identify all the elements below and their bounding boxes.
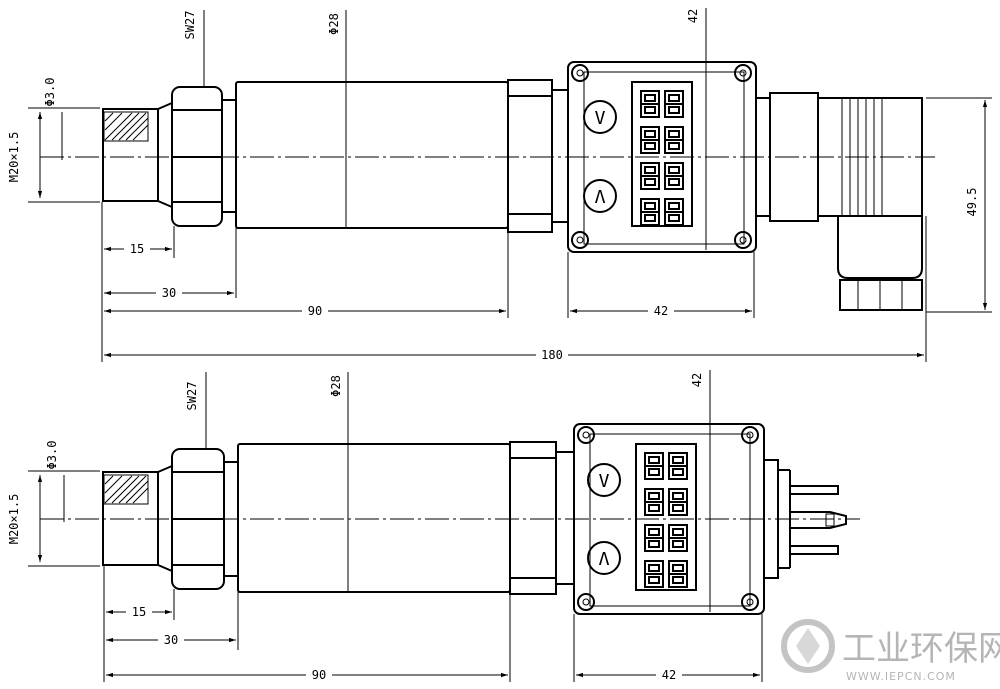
top-button-down-label: V (595, 108, 606, 129)
bottom-dim-90-label: 90 (312, 668, 326, 682)
bottom-dim-30-label: 30 (164, 633, 178, 647)
seven-segment-digit (664, 90, 684, 118)
bottom-coupling-nut (509, 441, 575, 595)
bottom-button-up-label: Λ (599, 549, 610, 570)
bottom-digit-window (635, 443, 697, 591)
bottom-pin-connector (763, 459, 847, 579)
seven-segment-digit (644, 488, 664, 516)
seven-segment-digit (644, 452, 664, 480)
top-din-connector (755, 92, 923, 311)
seven-segment-digit (668, 524, 688, 552)
seven-segment-digit (640, 162, 660, 190)
top-dimensions: M20×1.5 Φ3.0 SW27 Φ28 42 15 (7, 8, 992, 362)
top-dim-42-label: 42 (654, 304, 668, 318)
seven-segment-digit (668, 488, 688, 516)
bottom-view: V Λ M20×1.5 Φ3.0 SW27 (7, 370, 860, 682)
bottom-box-width-top-label: 42 (690, 373, 704, 387)
bottom-dim-42-label: 42 (662, 668, 676, 682)
bottom-display-box: V Λ (573, 423, 765, 615)
seven-segment-digit (668, 560, 688, 588)
seven-segment-digit (640, 90, 660, 118)
seven-segment-digit (644, 524, 664, 552)
top-button-down-icon (583, 100, 617, 134)
top-digit-window (631, 81, 693, 227)
bottom-dim-15-label: 15 (132, 605, 146, 619)
top-body-diameter-label: Φ28 (327, 13, 341, 35)
top-thread-label: M20×1.5 (7, 132, 21, 183)
bottom-port-diameter-label: Φ3.0 (45, 441, 59, 470)
bottom-body-cylinder (237, 443, 511, 593)
bottom-button-down-icon (587, 463, 621, 497)
top-thread-hatch (104, 112, 149, 141)
watermark-logo-icon (781, 619, 835, 673)
top-view: V Λ M20×1 (7, 8, 992, 362)
seven-segment-digit (664, 162, 684, 190)
bottom-seven-segment-digits (644, 452, 688, 588)
top-threaded-port (102, 102, 173, 208)
seven-segment-digit (640, 198, 660, 226)
seven-segment-digit (644, 560, 664, 588)
top-dim-15-label: 15 (130, 242, 144, 256)
seven-segment-digit (664, 198, 684, 226)
bottom-button-down-label: V (599, 471, 610, 492)
top-body-cylinder (235, 81, 509, 229)
top-box-width-top-label: 42 (686, 9, 700, 23)
top-dim-90-label: 90 (308, 304, 322, 318)
top-port-diameter-label: Φ3.0 (43, 78, 57, 107)
bottom-dimensions: M20×1.5 Φ3.0 SW27 Φ28 42 15 30 90 (7, 370, 763, 682)
watermark: 工业环保网 WWW.IEPCN.COM (781, 619, 1000, 683)
seven-segment-digit (664, 126, 684, 154)
watermark-brand: 工业环保网 (842, 629, 1000, 669)
top-coupling-nut (507, 79, 569, 233)
bottom-button-up-icon (587, 541, 621, 575)
top-dim-49-label: 49.5 (965, 188, 979, 217)
bottom-thread-label: M20×1.5 (7, 494, 21, 545)
top-button-up-icon (583, 179, 617, 213)
bottom-thread-hatch (104, 475, 149, 504)
bottom-sw-label: SW27 (185, 382, 199, 411)
top-sw-label: SW27 (183, 11, 197, 40)
top-button-up-label: Λ (595, 187, 606, 208)
bottom-threaded-port (102, 465, 173, 572)
top-dim-180-label: 180 (541, 348, 563, 362)
watermark-url: WWW.IEPCN.COM (846, 670, 956, 683)
seven-segment-digit (640, 126, 660, 154)
top-dim-30-label: 30 (162, 286, 176, 300)
seven-segment-digit (668, 452, 688, 480)
top-seven-segment-digits (640, 90, 684, 226)
bottom-body-diameter-label: Φ28 (329, 375, 343, 397)
top-display-box: V Λ (567, 61, 757, 253)
